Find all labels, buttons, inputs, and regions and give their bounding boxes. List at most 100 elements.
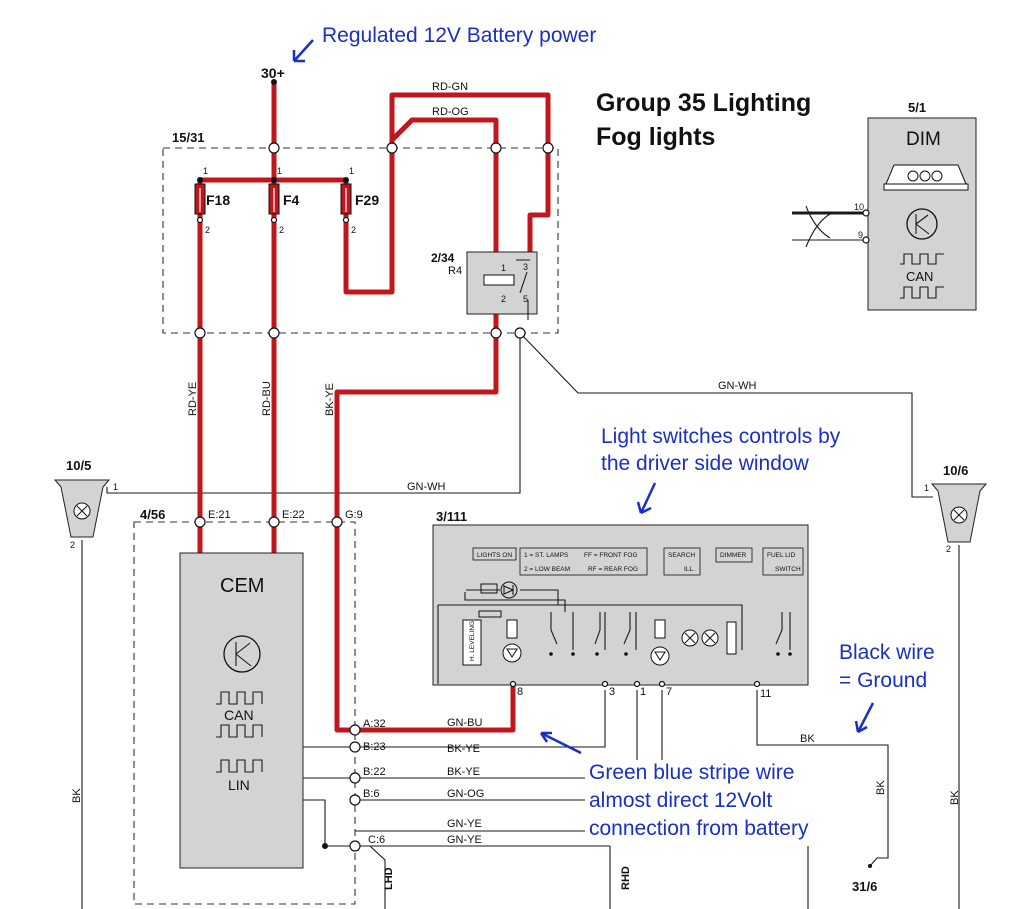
- svg-text:1: 1: [501, 263, 506, 273]
- battery-arrow: [292, 39, 314, 63]
- svg-text:10: 10: [854, 202, 864, 212]
- light-switch-arrow: [636, 482, 657, 515]
- relay-id: 2/34: [431, 251, 455, 265]
- svg-text:LHD: LHD: [383, 867, 395, 890]
- wire-labels: RD-GN RD-OG RD-YE RD-BU BK-YE GN-WH GN-W…: [71, 81, 961, 846]
- black-wire-annotation-2: = Ground: [839, 669, 927, 692]
- svg-text:1: 1: [203, 166, 208, 176]
- svg-text:1: 1: [113, 482, 118, 492]
- svg-text:2: 2: [279, 225, 284, 235]
- svg-text:7: 7: [666, 686, 672, 698]
- svg-text:1: 1: [277, 166, 282, 176]
- green-blue-annotation-1: Green blue stripe wire: [589, 761, 794, 784]
- svg-text:8: 8: [517, 686, 523, 698]
- svg-text:2: 2: [946, 544, 951, 554]
- svg-text:2: 2: [205, 225, 210, 235]
- svg-text:CAN: CAN: [224, 707, 254, 723]
- svg-text:BK-YE: BK-YE: [324, 383, 336, 416]
- svg-text:GN-BU: GN-BU: [447, 717, 483, 729]
- svg-text:2: 2: [501, 294, 506, 304]
- light-switch-annotation-2: the driver side window: [601, 452, 810, 475]
- svg-text:SWITCH: SWITCH: [775, 566, 801, 573]
- svg-text:E:22: E:22: [282, 509, 305, 521]
- svg-text:9: 9: [858, 230, 863, 240]
- svg-text:BK: BK: [71, 788, 83, 803]
- svg-text:ILL.: ILL.: [684, 566, 695, 573]
- diagram-title-line1: Group 35 Lighting: [596, 89, 811, 117]
- svg-text:LIGHTS ON: LIGHTS ON: [477, 552, 512, 559]
- svg-text:2: 2: [70, 540, 75, 550]
- svg-text:CAN: CAN: [906, 269, 933, 284]
- svg-text:1 = ST. LAMPS: 1 = ST. LAMPS: [524, 552, 569, 559]
- svg-text:BK-YE: BK-YE: [447, 766, 480, 778]
- svg-text:C:6: C:6: [368, 834, 385, 846]
- fuse-f4-label: F4: [283, 192, 300, 208]
- fuse-box-label: 15/31: [172, 130, 205, 145]
- svg-text:1: 1: [349, 166, 354, 176]
- svg-text:BK-YE: BK-YE: [447, 743, 480, 755]
- svg-text:10/5: 10/5: [66, 458, 91, 473]
- terminal-30-label: 30+: [261, 65, 285, 81]
- svg-text:2 = LOW BEAM: 2 = LOW BEAM: [524, 566, 570, 573]
- battery-power-annotation: Regulated 12V Battery power: [322, 24, 596, 47]
- svg-text:DIM: DIM: [906, 129, 941, 150]
- fog-lamp-right: 10/6 1 2: [924, 463, 988, 554]
- green-blue-annotation-2: almost direct 12Volt: [589, 789, 772, 812]
- switch-panel: 3/111 LIGHTS ON 1 = ST. LAMPS 2 = LOW BE…: [432, 509, 809, 700]
- connection-nodes: [194, 79, 554, 852]
- svg-text:GN-OG: GN-OG: [447, 788, 484, 800]
- svg-text:GN-YE: GN-YE: [447, 818, 482, 830]
- svg-text:RD-BU: RD-BU: [261, 381, 273, 416]
- svg-text:BK: BK: [800, 733, 815, 745]
- svg-text:B:22: B:22: [363, 766, 386, 778]
- svg-text:BK: BK: [875, 780, 887, 795]
- relay-2-34: 2/34 R4 1 3 2 5: [431, 251, 538, 320]
- svg-text:1: 1: [924, 483, 929, 493]
- svg-text:3: 3: [609, 686, 615, 698]
- svg-text:RD-GN: RD-GN: [432, 81, 468, 93]
- svg-text:SEARCH: SEARCH: [668, 552, 695, 559]
- svg-text:RF = REAR FOG: RF = REAR FOG: [588, 566, 638, 573]
- svg-text:G:9: G:9: [345, 509, 363, 521]
- svg-text:5: 5: [523, 294, 528, 304]
- svg-text:B:23: B:23: [363, 741, 386, 753]
- light-switch-annotation-1: Light switches controls by: [601, 425, 841, 448]
- cem-box-outline: [133, 521, 356, 905]
- svg-text:10/6: 10/6: [943, 463, 968, 478]
- svg-text:E:21: E:21: [208, 509, 231, 521]
- svg-text:GN-WH: GN-WH: [718, 380, 757, 392]
- svg-text:1: 1: [640, 686, 646, 698]
- svg-text:RHD: RHD: [620, 866, 632, 890]
- svg-text:RD-OG: RD-OG: [432, 106, 469, 118]
- black-wire-arrow: [854, 702, 875, 734]
- green-blue-arrow: [539, 731, 582, 755]
- svg-text:FF = FRONT FOG: FF = FRONT FOG: [584, 552, 638, 559]
- svg-text:CEM: CEM: [220, 575, 264, 597]
- svg-text:H. LEVELING: H. LEVELING: [469, 621, 476, 661]
- fuse-f18-label: F18: [206, 192, 230, 208]
- dim-module: 5/1 DIM CAN 10 9: [854, 100, 977, 311]
- svg-text:B:6: B:6: [363, 788, 380, 800]
- svg-text:DIMMER: DIMMER: [720, 552, 747, 559]
- svg-text:GN-WH: GN-WH: [407, 481, 446, 493]
- svg-text:11: 11: [760, 688, 771, 700]
- svg-text:2: 2: [351, 225, 356, 235]
- relay-r4: R4: [448, 265, 462, 277]
- fuse-box-outline: [162, 147, 559, 334]
- black-wire-annotation-1: Black wire: [839, 641, 935, 664]
- signal-wires: [81, 205, 960, 909]
- fuses: F18 F4 F29 1 1 1 2 2 2: [194, 166, 379, 235]
- power-wires: [197, 82, 551, 733]
- svg-text:3/111: 3/111: [436, 509, 467, 524]
- svg-text:FUEL LID: FUEL LID: [767, 552, 796, 559]
- svg-text:3: 3: [523, 262, 528, 272]
- ground-label: 31/6: [852, 879, 877, 894]
- diagram-title-line2: Fog lights: [596, 123, 715, 151]
- svg-text:LIN: LIN: [228, 777, 250, 793]
- green-blue-annotation-3: connection from battery: [589, 817, 809, 840]
- svg-text:RD-YE: RD-YE: [187, 382, 199, 416]
- svg-text:A:32: A:32: [363, 718, 386, 730]
- fog-lamp-left: 10/5 1 2: [53, 458, 118, 550]
- svg-text:GN-YE: GN-YE: [447, 834, 482, 846]
